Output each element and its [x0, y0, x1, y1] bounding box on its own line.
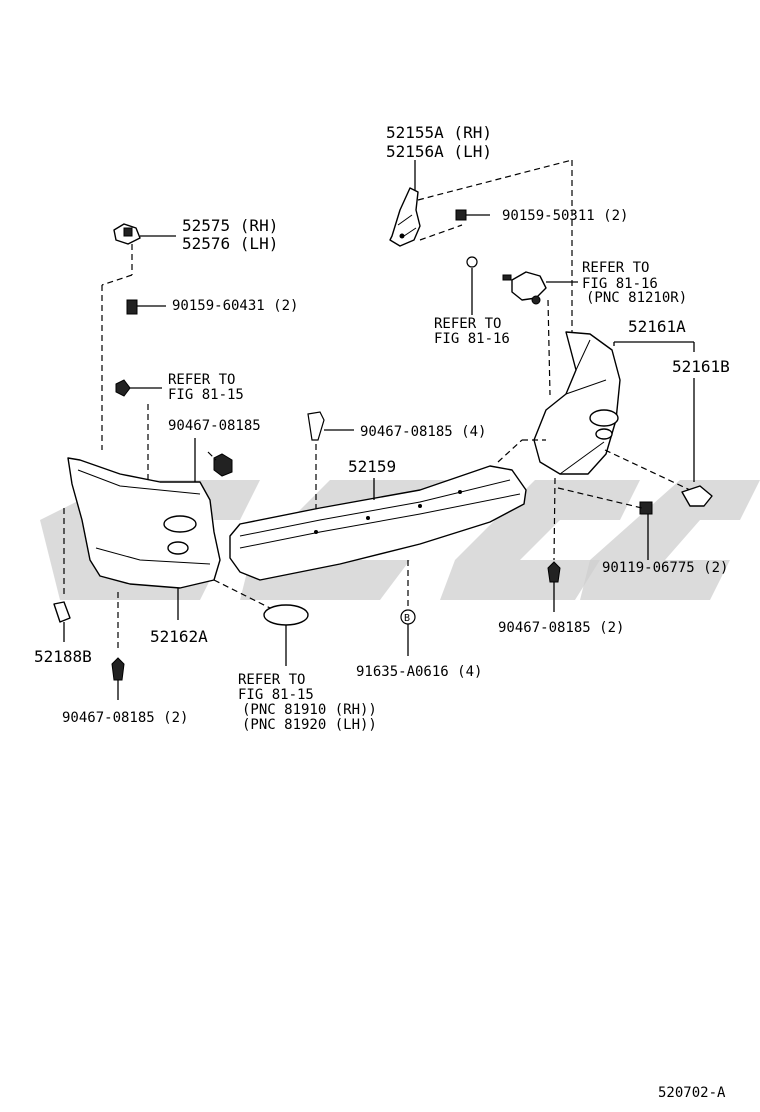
refer-81-15-b-line2: FIG 81-15 — [238, 687, 314, 703]
right-extension — [533, 331, 621, 475]
clip-right-bottom-label: 90467-08185 (2) — [498, 620, 624, 636]
refer-81-15-a-line1: REFER TO — [168, 372, 235, 388]
bolt-upper-label: 90159-50311 (2) — [502, 208, 628, 224]
bracket-81-16 — [466, 256, 547, 305]
nut-b-label: 91635-A0616 (4) — [356, 664, 482, 680]
bumper-cover — [229, 465, 527, 581]
retainer-lh-label: 52576 (LH) — [182, 234, 278, 253]
clip-left-upper — [115, 379, 131, 397]
screw-right — [639, 485, 713, 515]
clip-center-top-label: 90467-08185 (4) — [360, 424, 486, 440]
pad-left — [53, 601, 71, 623]
clip-center-top — [307, 411, 325, 441]
refer-81-15-a-line2: FIG 81-15 — [168, 387, 244, 403]
extension-b-label: 52161B — [672, 357, 730, 376]
refer-81-16-a-line1: REFER TO — [582, 260, 649, 276]
screw-right-label: 90119-06775 (2) — [602, 560, 728, 576]
callout-b: B — [404, 613, 410, 624]
pad-left-label: 52188B — [34, 647, 92, 666]
bolt-upper — [455, 209, 490, 221]
clip-left-top-label: 90467-08185 — [168, 418, 261, 434]
upper-bracket — [389, 187, 421, 247]
refer-81-15-b-line4: (PNC 81920 (LH)) — [242, 717, 377, 733]
refer-81-15-b-line1: REFER TO — [238, 672, 305, 688]
refer-81-16-b-line1: REFER TO — [434, 316, 501, 332]
refer-81-16-a-line2: FIG 81-16 — [582, 276, 658, 292]
refer-81-16-a-line3: (PNC 81210R) — [586, 290, 687, 306]
bolt-retainer — [126, 299, 138, 315]
retainer — [113, 223, 141, 245]
extension-a-label: 52161A — [628, 317, 686, 336]
refer-81-16-b-line2: FIG 81-16 — [434, 331, 510, 347]
clip-right-bottom — [547, 561, 561, 583]
retainer-rh-label: 52575 (RH) — [182, 216, 278, 235]
clip-left-top — [213, 453, 233, 477]
left-extension — [67, 457, 221, 589]
bolt-retainer-label: 90159-60431 (2) — [172, 298, 298, 314]
clip-left-bottom-label: 90467-08185 (2) — [62, 710, 188, 726]
bracket-upper-rh-label: 52155A (RH) — [386, 123, 492, 142]
refer-81-15-b-line3: (PNC 81910 (RH)) — [242, 702, 377, 718]
diagram-code: 520702-A — [658, 1085, 726, 1101]
reflector — [263, 604, 309, 626]
bracket-upper-lh-label: 52156A (LH) — [386, 142, 492, 161]
extension-left-label: 52162A — [150, 627, 208, 646]
clip-left-bottom — [111, 657, 125, 681]
bumper-cover-label: 52159 — [348, 457, 396, 476]
